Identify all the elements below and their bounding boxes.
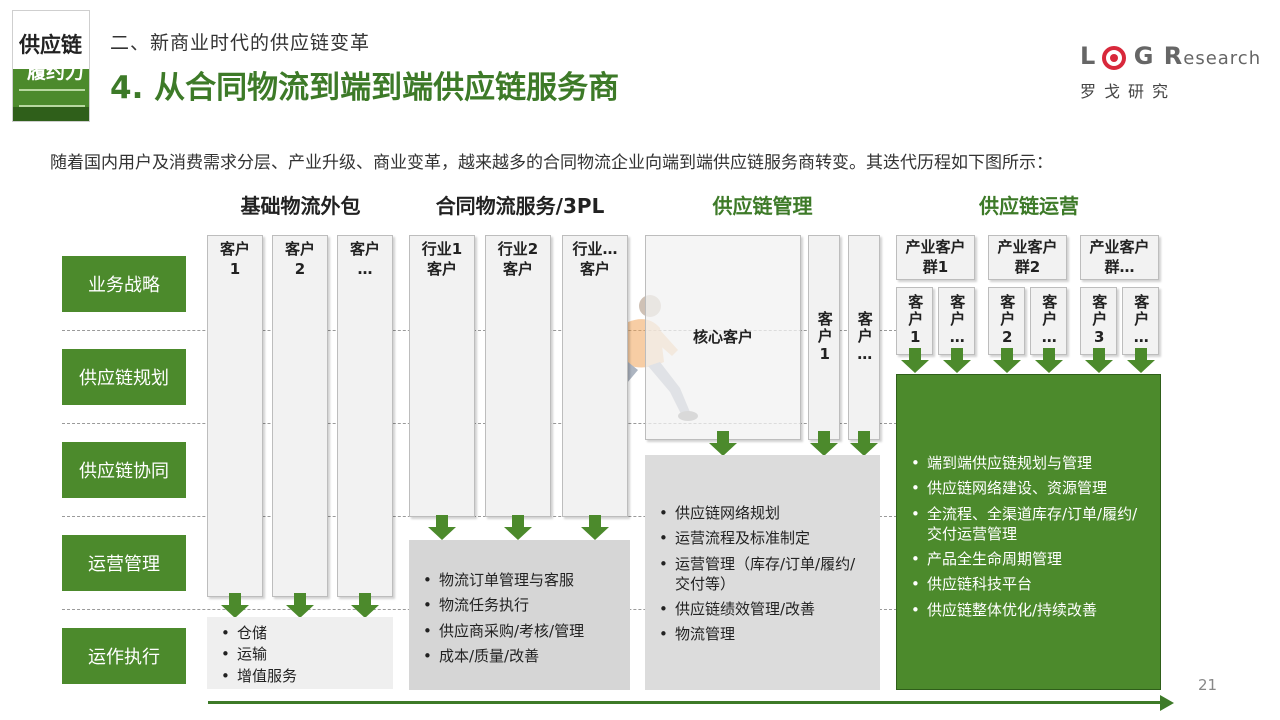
book-cover-image: 供应链 履约力 — [12, 10, 90, 122]
stage3-customer-column: 客户1 — [808, 235, 840, 440]
down-arrow-icon — [993, 348, 1021, 373]
row-label-operations: 运营管理 — [62, 535, 186, 591]
stage-heading-contract-logistics: 合同物流服务/3PL — [435, 194, 605, 218]
list-item: 全流程、全渠道库存/订单/履约/交付运营管理 — [907, 504, 1150, 545]
logo-wordmark: L G Research — [1080, 42, 1262, 70]
list-item: 物流任务执行 — [419, 595, 620, 616]
stage4-customer-column: 客户2 — [988, 287, 1025, 355]
stage2-customer-column: 行业… 客户 — [562, 235, 628, 517]
list-item: 仓储 — [217, 623, 383, 644]
stage4-industry-group: 产业客户群… — [1080, 235, 1159, 280]
progression-arrow-line — [208, 701, 1166, 704]
progression-arrow-head-icon — [1160, 695, 1174, 711]
list-item: 供应链网络规划 — [655, 503, 870, 524]
down-arrow-icon — [351, 593, 379, 618]
down-arrow-icon — [504, 515, 532, 540]
down-arrow-icon — [1035, 348, 1063, 373]
list-item: 成本/质量/改善 — [419, 646, 620, 667]
logo-subtitle: 罗戈研究 — [1080, 82, 1177, 101]
stage4-industry-group: 产业客户群2 — [988, 235, 1067, 280]
stage-heading-outsourcing: 基础物流外包 — [240, 194, 361, 218]
section-subtitle: 二、新商业时代的供应链变革 — [110, 32, 371, 54]
down-arrow-icon — [581, 515, 609, 540]
row-label-execution: 运作执行 — [62, 628, 186, 684]
stage-heading-scm: 供应链管理 — [712, 194, 813, 218]
stage-heading-sc-operations: 供应链运营 — [979, 194, 1079, 218]
list-item: 供应链网络建设、资源管理 — [907, 478, 1150, 499]
stage1-services-box: 仓储 运输 增值服务 — [207, 617, 393, 689]
stage3-core-customer-block: 核心客户 — [645, 235, 801, 440]
stage4-customer-column: 客户… — [1122, 287, 1159, 355]
stage4-customer-column: 客户… — [938, 287, 975, 355]
stage4-customer-column: 客户3 — [1080, 287, 1117, 355]
list-item: 运营流程及标准制定 — [655, 528, 870, 549]
down-arrow-icon — [943, 348, 971, 373]
list-item: 物流订单管理与客服 — [419, 570, 620, 591]
list-item: 运营管理（库存/订单/履约/交付等） — [655, 554, 870, 595]
stage3-customer-column: 客户… — [848, 235, 880, 440]
logo-ring-icon — [1102, 46, 1126, 70]
logo: L G Research 罗戈研究 — [1080, 42, 1260, 102]
stage1-customer-column: 客户 … — [337, 235, 393, 597]
row-label-strategy: 业务战略 — [62, 256, 186, 312]
stage2-customer-column: 行业1 客户 — [409, 235, 475, 517]
list-item: 物流管理 — [655, 624, 870, 645]
down-arrow-icon — [709, 431, 737, 456]
stage1-customer-column: 客户 1 — [207, 235, 263, 597]
stage4-services-box: 端到端供应链规划与管理 供应链网络建设、资源管理 全流程、全渠道库存/订单/履约… — [896, 374, 1161, 690]
down-arrow-icon — [1085, 348, 1113, 373]
row-divider — [62, 330, 897, 331]
stage4-customer-column: 客户… — [1030, 287, 1067, 355]
list-item: 产品全生命周期管理 — [907, 549, 1150, 570]
row-divider — [62, 423, 897, 424]
stage3-services-box: 供应链网络规划 运营流程及标准制定 运营管理（库存/订单/履约/交付等） 供应链… — [645, 455, 880, 690]
down-arrow-icon — [286, 593, 314, 618]
list-item: 增值服务 — [217, 666, 383, 687]
stage1-customer-column: 客户 2 — [272, 235, 328, 597]
stage2-services-box: 物流订单管理与客服 物流任务执行 供应商采购/考核/管理 成本/质量/改善 — [409, 540, 630, 690]
list-item: 供应链科技平台 — [907, 574, 1150, 595]
book-title-line2: 履约力 — [27, 61, 85, 83]
list-item: 端到端供应链规划与管理 — [907, 453, 1150, 474]
row-divider — [62, 516, 897, 517]
book-title-line1: 供应链 — [19, 33, 82, 57]
page-title: 4. 从合同物流到端到端供应链服务商 — [110, 70, 620, 106]
down-arrow-icon — [901, 348, 929, 373]
stage2-customer-column: 行业2 客户 — [485, 235, 551, 517]
row-label-planning: 供应链规划 — [62, 349, 186, 405]
down-arrow-icon — [221, 593, 249, 618]
page-number: 21 — [1198, 676, 1218, 694]
stage4-customer-column: 客户1 — [896, 287, 933, 355]
down-arrow-icon — [1127, 348, 1155, 373]
intro-text: 随着国内用户及消费需求分层、产业升级、商业变革，越来越多的合同物流企业向端到端供… — [50, 153, 1053, 173]
list-item: 供应商采购/考核/管理 — [419, 621, 620, 642]
list-item: 供应链整体优化/持续改善 — [907, 600, 1150, 621]
stage4-industry-group: 产业客户群1 — [896, 235, 975, 280]
row-label-collaboration: 供应链协同 — [62, 442, 186, 498]
list-item: 运输 — [217, 644, 383, 665]
down-arrow-icon — [428, 515, 456, 540]
list-item: 供应链绩效管理/改善 — [655, 599, 870, 620]
down-arrow-icon — [810, 431, 838, 456]
down-arrow-icon — [850, 431, 878, 456]
